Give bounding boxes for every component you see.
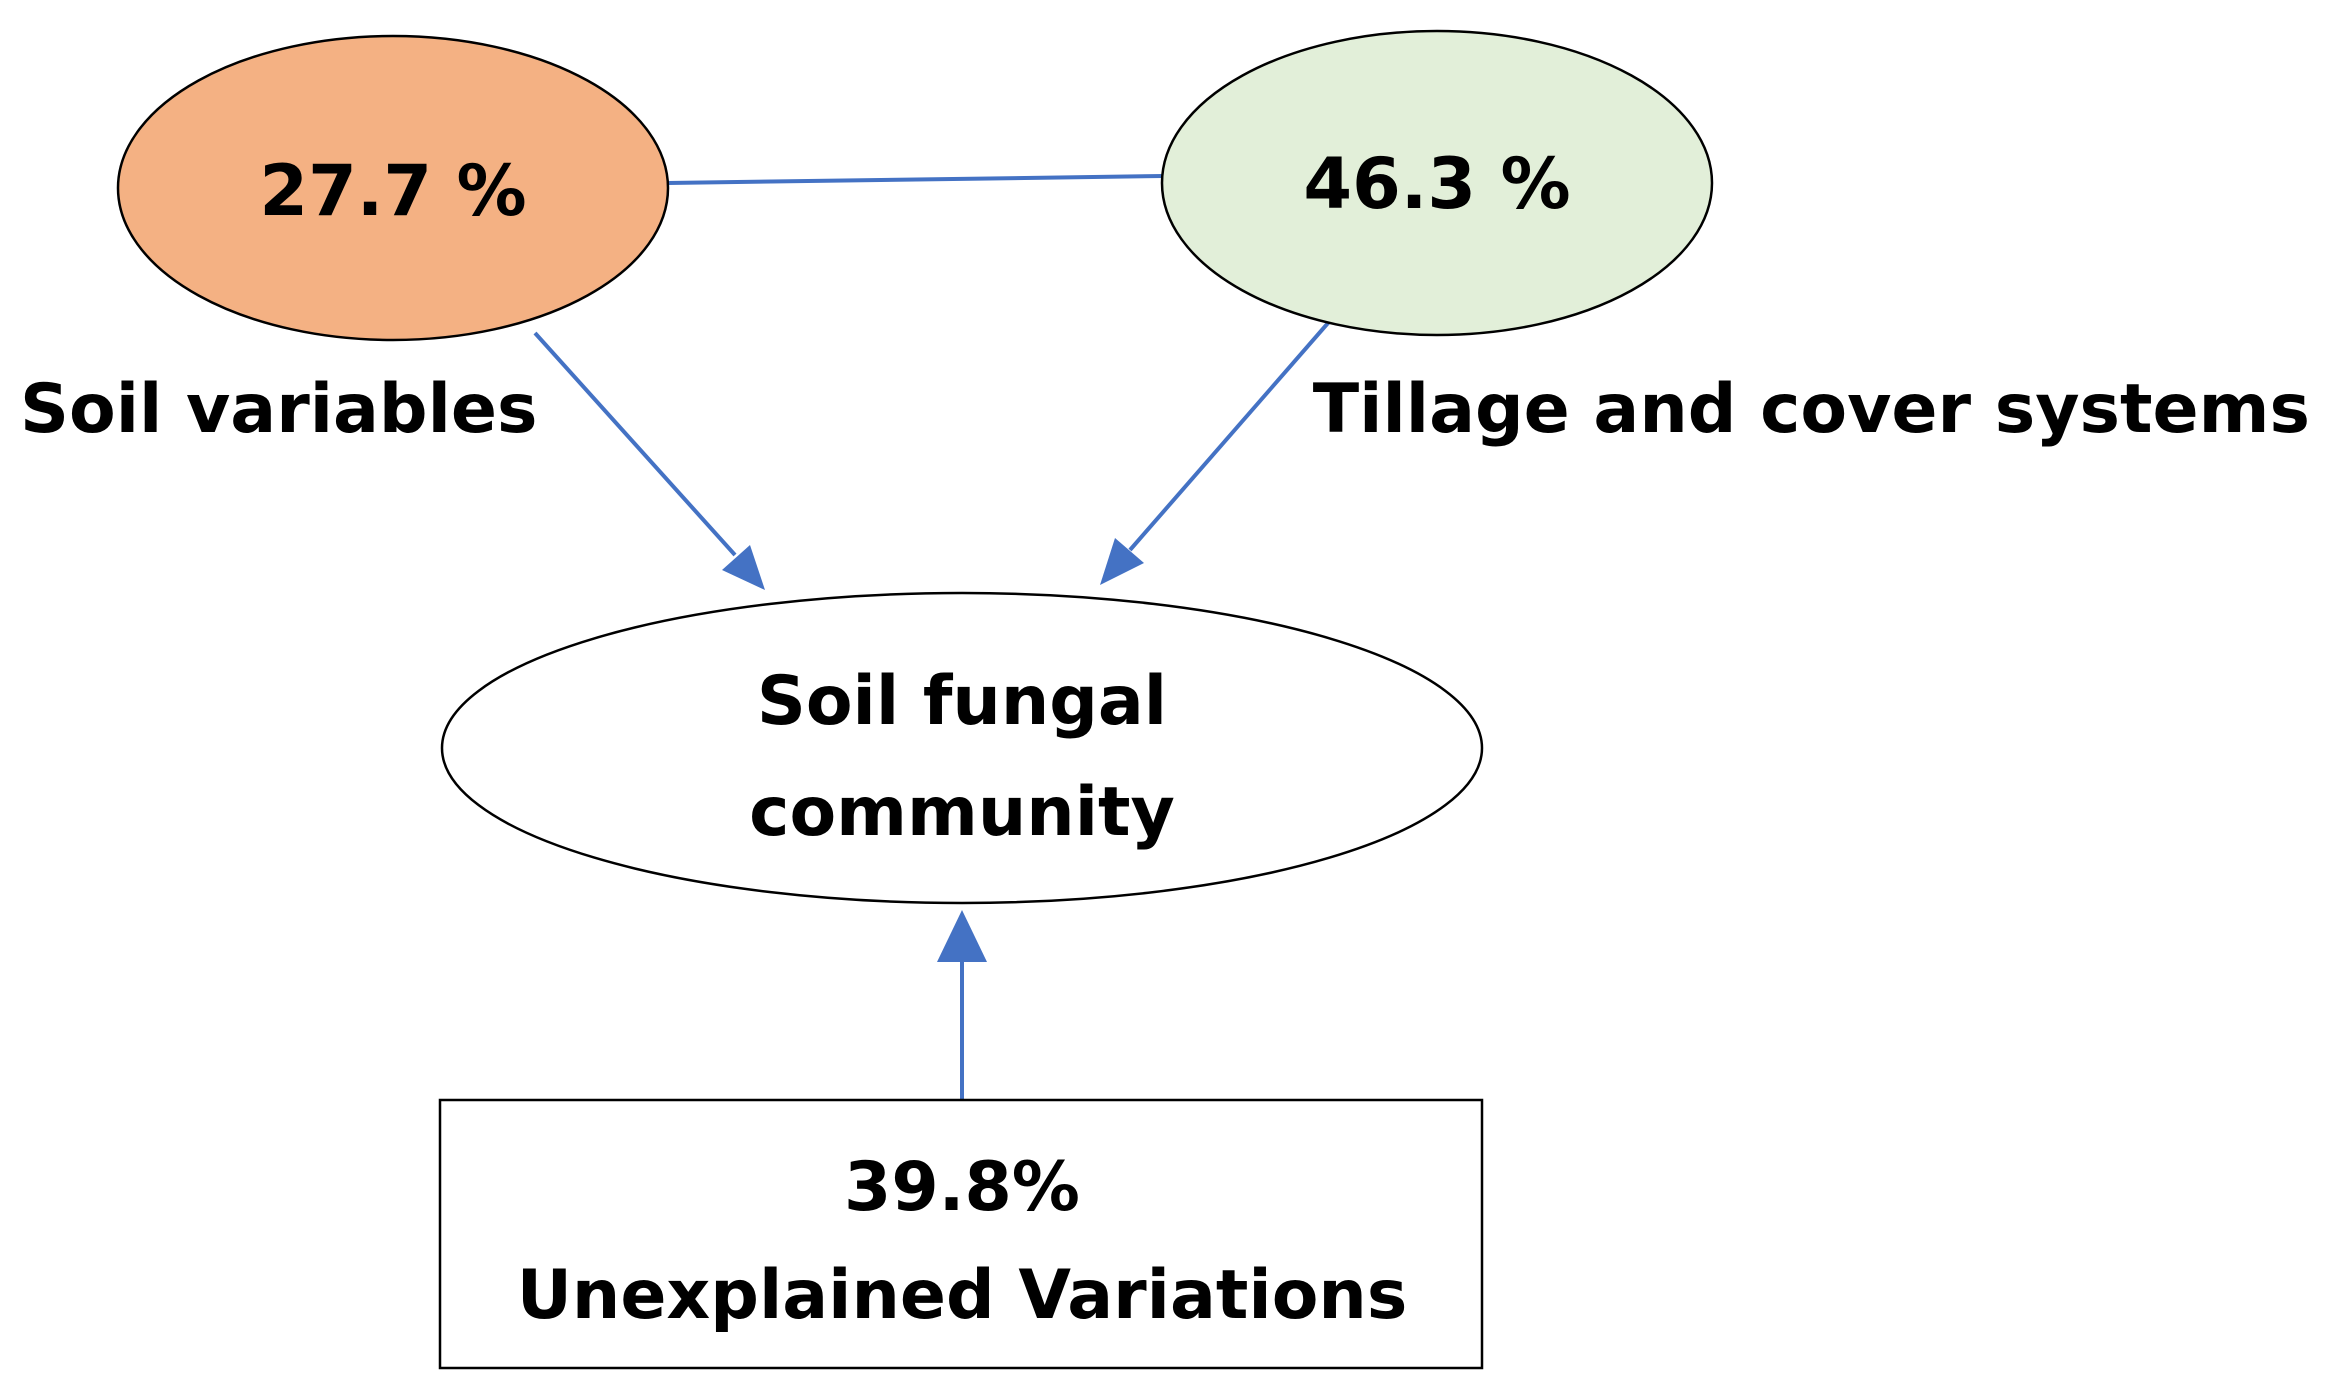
soil-variables-value: 27.7 % <box>259 150 526 232</box>
soil-variables-label: Soil variables <box>20 370 538 449</box>
tillage-cover-value: 46.3 % <box>1303 143 1570 225</box>
fungal-community-line2: community <box>749 773 1175 852</box>
unexplained-label: Unexplained Variations <box>517 1256 1408 1335</box>
fungal-community-ellipse <box>440 591 1484 905</box>
arrowhead-tillage-to-fungal <box>1100 538 1144 585</box>
unexplained-box <box>438 1098 1484 1370</box>
arrowhead-unexplained-to-fungal <box>937 910 987 962</box>
fungal-community-line1: Soil fungal <box>757 662 1167 741</box>
soil-variables-ellipse <box>116 34 670 342</box>
connector-soil-tillage <box>667 174 1164 185</box>
arrow-soil-to-fungal <box>533 331 737 557</box>
arrowhead-soil-to-fungal <box>722 545 765 590</box>
arrow-tillage-to-fungal <box>1128 313 1337 552</box>
tillage-cover-ellipse <box>1160 29 1714 337</box>
tillage-cover-label: Tillage and cover systems <box>1313 370 2310 449</box>
unexplained-value: 39.8% <box>844 1148 1080 1227</box>
